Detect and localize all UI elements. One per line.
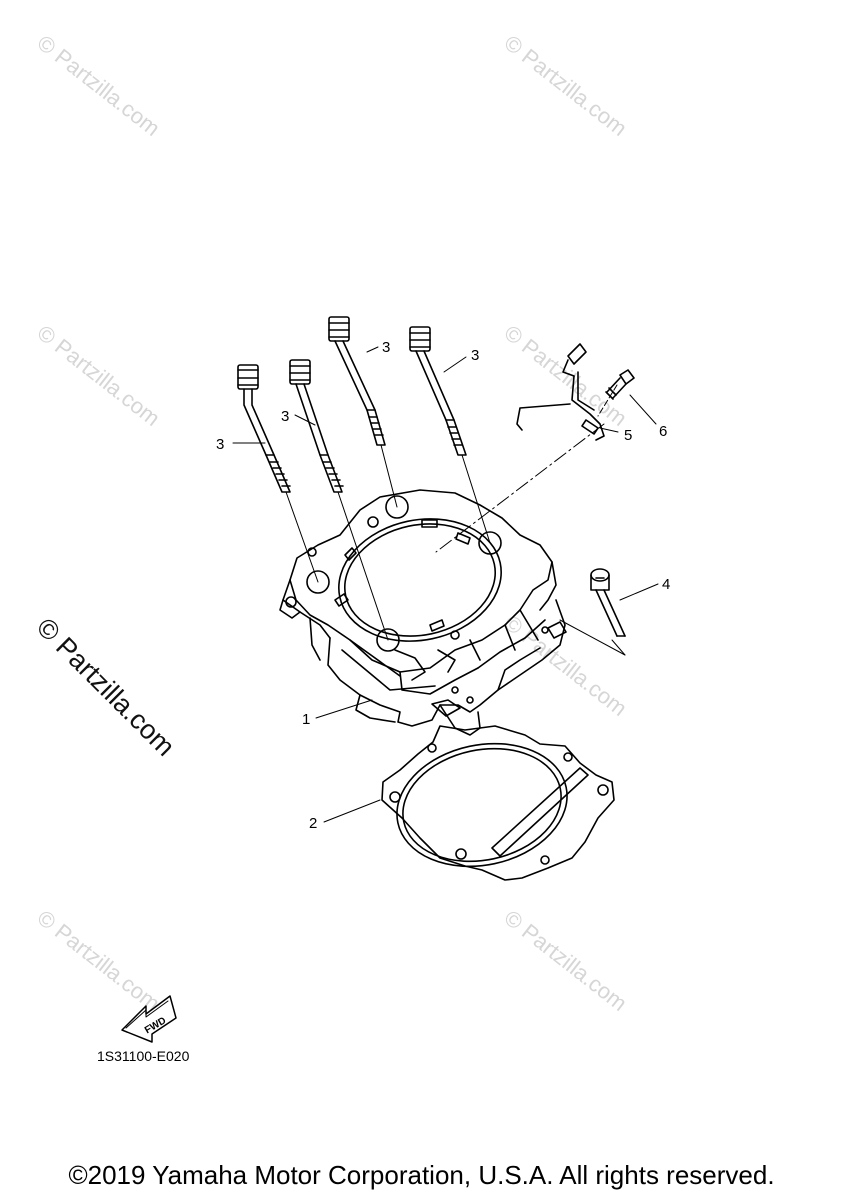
cylinder-stud-bolt: [328, 316, 386, 446]
callout-3: 3: [382, 339, 390, 356]
cylinder-gasket: [381, 725, 615, 881]
copyright-notice: ©2019 Yamaha Motor Corporation, U.S.A. A…: [68, 1160, 775, 1190]
callout-1: 1: [302, 711, 310, 728]
cylinder-block: [279, 489, 567, 736]
forward-arrow-icon: FWD: [121, 995, 177, 1043]
hose-guide-bracket: [516, 343, 605, 441]
fwd-label: FWD: [143, 1015, 168, 1036]
callout-3: 3: [216, 436, 224, 453]
callout-leaders: [232, 346, 659, 823]
cylinder-bolt: [590, 568, 626, 637]
callout-5: 5: [624, 427, 632, 444]
callout-4: 4: [662, 576, 670, 593]
cylinder-stud-bolt: [289, 359, 344, 493]
cylinder-stud-bolt: [409, 326, 467, 456]
callout-2: 2: [309, 815, 317, 832]
bracket-screw: [605, 369, 635, 400]
assembly-lines: [285, 384, 626, 656]
callout-3: 3: [281, 408, 289, 425]
callout-6: 6: [659, 423, 667, 440]
callout-3: 3: [471, 347, 479, 364]
cylinder-stud-bolt: [237, 364, 291, 493]
diagram-code: 1S31100-E020: [97, 1048, 190, 1064]
